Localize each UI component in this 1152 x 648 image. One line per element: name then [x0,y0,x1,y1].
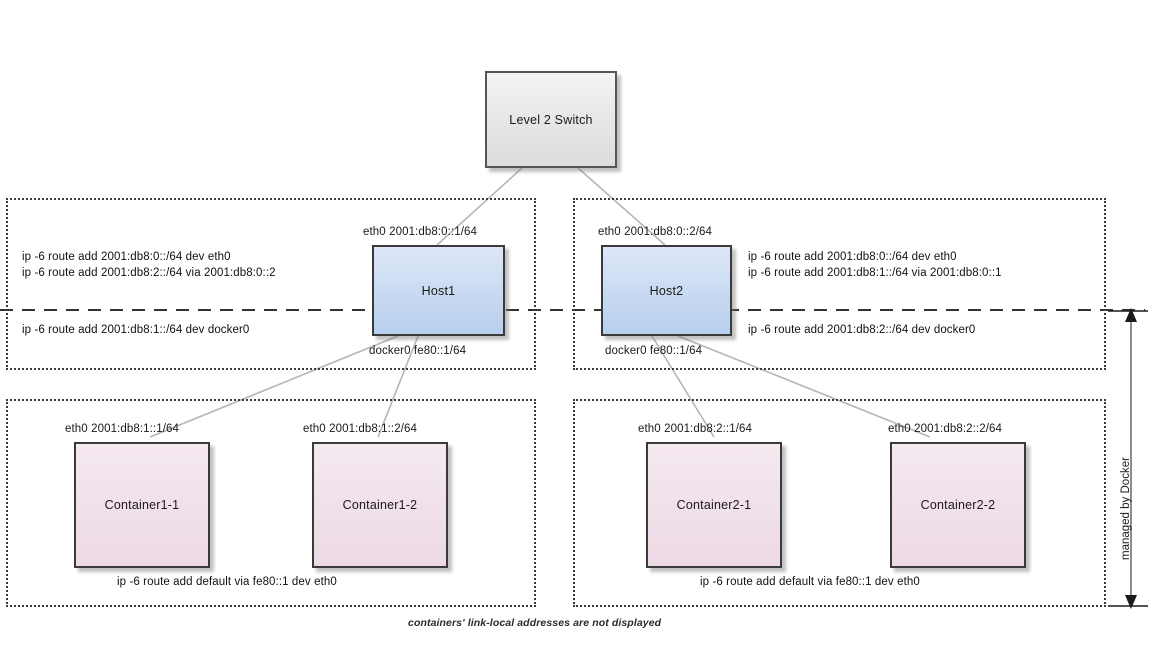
managed-by-docker-label: managed by Docker [1120,457,1132,560]
managed-by-docker-arrow-head-bottom [1125,595,1137,609]
host2-route-above-2: ip -6 route add 2001:db8:1::/64 via 2001… [748,267,1002,279]
host1-route-above-2: ip -6 route add 2001:db8:2::/64 via 2001… [22,267,276,279]
host2-label: Host2 [649,283,684,298]
host2-route-above-1: ip -6 route add 2001:db8:0::/64 dev eth0 [748,251,957,263]
container2-2-label: Container2-2 [920,498,996,512]
node-level2-switch[interactable]: Level 2 Switch [485,71,617,168]
node-host2[interactable]: Host2 [601,245,732,336]
container2-1-eth0-label: eth0 2001:db8:2::1/64 [638,423,753,435]
node-container2-1[interactable]: Container2-1 [646,442,782,568]
node-container2-2[interactable]: Container2-2 [890,442,1026,568]
switch-label: Level 2 Switch [509,112,593,127]
host2-routes-below: ip -6 route add 2001:db8:2::/64 dev dock… [748,322,975,338]
host1-boundary-box [6,198,536,370]
host2-boundary-box [573,198,1106,370]
container-group-1-route: ip -6 route add default via fe80::1 dev … [117,576,337,588]
container1-2-label: Container1-2 [342,498,418,512]
container-group-2-boundary-box [573,399,1106,607]
host1-route-above-1: ip -6 route add 2001:db8:0::/64 dev eth0 [22,251,231,263]
container2-1-label: Container2-1 [676,498,752,512]
managed-by-docker-arrow-head-top [1125,308,1137,322]
host2-routes-above: ip -6 route add 2001:db8:0::/64 dev eth0… [748,249,1002,281]
host1-label: Host1 [421,283,456,298]
container-group-2-route: ip -6 route add default via fe80::1 dev … [700,576,920,588]
host2-eth0-label: eth0 2001:db8:0::2/64 [598,226,713,238]
container1-1-label: Container1-1 [104,498,180,512]
node-host1[interactable]: Host1 [372,245,505,336]
host1-eth0-label: eth0 2001:db8:0::1/64 [363,226,478,238]
container1-1-eth0-label: eth0 2001:db8:1::1/64 [65,423,180,435]
host2-docker0-label: docker0 fe80::1/64 [605,345,703,357]
host1-routes-above: ip -6 route add 2001:db8:0::/64 dev eth0… [22,249,276,281]
container1-2-eth0-label: eth0 2001:db8:1::2/64 [303,423,418,435]
diagram-footnote: containers' link-local addresses are not… [408,617,662,629]
container2-2-eth0-label: eth0 2001:db8:2::2/64 [888,423,1003,435]
node-container1-1[interactable]: Container1-1 [74,442,210,568]
host1-route-below-1: ip -6 route add 2001:db8:1::/64 dev dock… [22,324,250,336]
host1-docker0-label: docker0 fe80::1/64 [369,345,467,357]
container-group-1-boundary-box [6,399,536,607]
node-container1-2[interactable]: Container1-2 [312,442,448,568]
host1-routes-below: ip -6 route add 2001:db8:1::/64 dev dock… [22,322,249,338]
host2-route-below-1: ip -6 route add 2001:db8:2::/64 dev dock… [748,324,976,336]
